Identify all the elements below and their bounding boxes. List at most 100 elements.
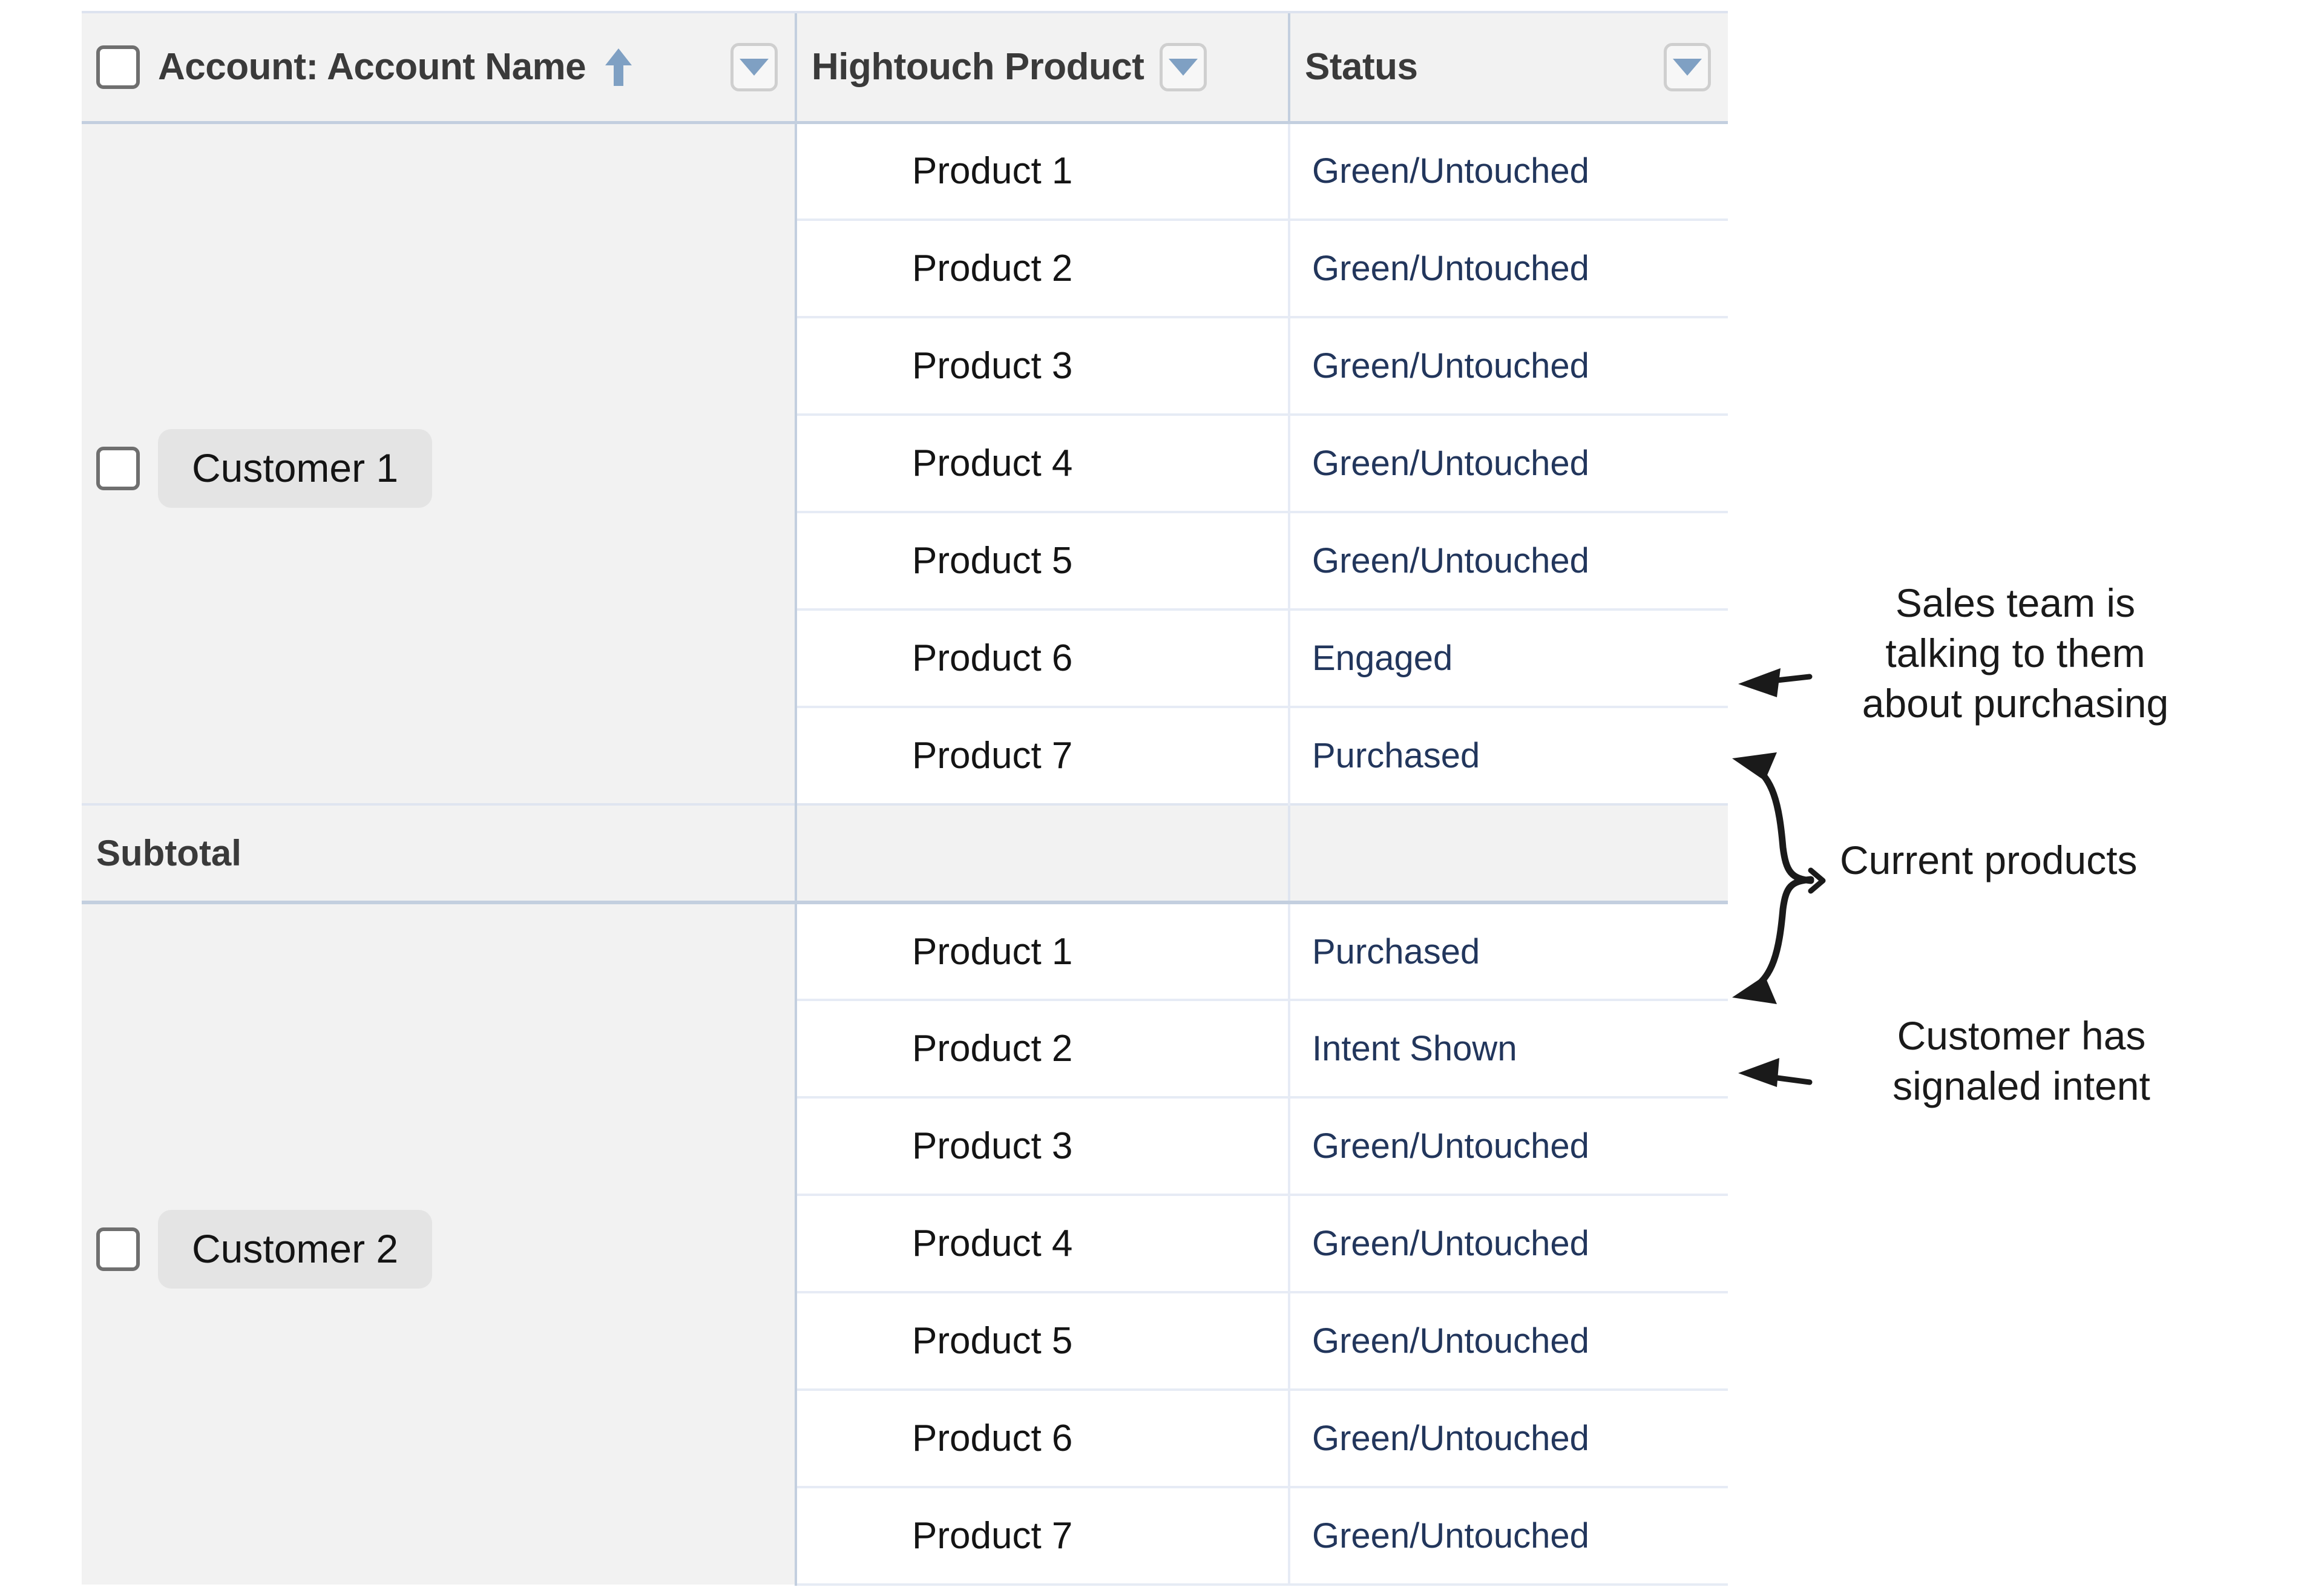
status-label: Engaged — [1312, 639, 1453, 678]
status-cell: Green/Untouched — [1288, 317, 1728, 416]
table-row[interactable]: Customer 2 Product 1 Purchased — [82, 902, 1728, 1585]
status-cell: Green/Untouched — [1288, 512, 1728, 611]
annotation-sales-team: Sales team is talking to them about purc… — [1862, 580, 2169, 726]
product-label: Product 3 — [912, 345, 1073, 387]
product-cell: Product 7 — [796, 707, 1289, 804]
status-cell: Green/Untouched — [1288, 1097, 1728, 1196]
subtotal-label-cell: Subtotal — [82, 803, 797, 904]
status-label: Green/Untouched — [1312, 1419, 1589, 1458]
product-cell: Product 1 — [796, 902, 1289, 1001]
account-name-pill[interactable]: Customer 2 — [158, 1210, 433, 1289]
table-row[interactable]: Product 5 Green/Untouched — [82, 512, 1728, 611]
column-header-product[interactable]: Hightouch Product — [795, 13, 1289, 124]
status-label: Green/Untouched — [1312, 1126, 1589, 1166]
status-label: Green/Untouched — [1312, 346, 1589, 386]
product-cell: Product 4 — [796, 415, 1289, 513]
account-name-pill[interactable]: Customer 1 — [158, 429, 433, 508]
table-header: Account: Account Name — [82, 13, 1728, 124]
arrow-up-icon[interactable] — [602, 45, 635, 89]
product-label: Product 7 — [912, 735, 1073, 777]
column-header-product-label: Hightouch Product — [812, 46, 1144, 88]
account-group-cell[interactable]: Customer 1 — [82, 122, 797, 804]
subtotal-product-cell — [796, 803, 1289, 904]
annotation-signaled-intent: Customer has signaled intent — [1892, 1013, 2150, 1109]
table-row[interactable]: Product 2 Intent Shown — [82, 1000, 1728, 1099]
chevron-down-icon — [740, 58, 769, 76]
status-label: Green/Untouched — [1312, 444, 1589, 483]
status-label: Green/Untouched — [1312, 1224, 1589, 1263]
product-label: Product 2 — [912, 248, 1073, 289]
left-arrow-icon — [1738, 1058, 1813, 1087]
subtotal-label: Subtotal — [96, 833, 241, 873]
status-label: Purchased — [1312, 931, 1480, 971]
status-label: Green/Untouched — [1312, 1321, 1589, 1361]
column-header-status-label: Status — [1305, 46, 1418, 88]
product-label: Product 5 — [912, 540, 1073, 582]
status-cell: Green/Untouched — [1288, 1195, 1728, 1293]
product-label: Product 2 — [912, 1028, 1073, 1069]
status-filter-button[interactable] — [1664, 42, 1711, 91]
table-row[interactable]: Product 3 Green/Untouched — [82, 1097, 1728, 1196]
status-label: Purchased — [1312, 736, 1480, 775]
product-cell: Product 6 — [796, 1390, 1289, 1488]
product-cell: Product 7 — [796, 1487, 1289, 1586]
status-cell: Green/Untouched — [1288, 1487, 1728, 1586]
status-label: Green/Untouched — [1312, 1516, 1589, 1556]
chevron-down-icon — [1169, 58, 1198, 76]
status-cell: Green/Untouched — [1288, 122, 1728, 221]
table-row[interactable]: Product 3 Green/Untouched — [82, 317, 1728, 416]
status-cell: Purchased — [1288, 707, 1728, 804]
product-label: Product 7 — [912, 1515, 1073, 1557]
table-row[interactable]: Product 5 Green/Untouched — [82, 1292, 1728, 1391]
table-row[interactable]: Product 7 Purchased — [82, 707, 1728, 804]
table-row[interactable]: Product 7 Green/Untouched — [82, 1487, 1728, 1586]
product-cell: Product 5 — [796, 512, 1289, 611]
table-row[interactable]: Customer 1 Product 1 Green/Untouched — [82, 122, 1728, 804]
product-label: Product 1 — [912, 930, 1073, 973]
table-body: Customer 1 Product 1 Green/Untouched Pro… — [82, 122, 1728, 1586]
select-all-checkbox[interactable] — [96, 45, 140, 89]
status-cell: Purchased — [1288, 902, 1728, 1001]
status-label: Green/Untouched — [1312, 249, 1589, 288]
table-row[interactable]: Product 2 Green/Untouched — [82, 220, 1728, 318]
account-filter-button[interactable] — [730, 42, 778, 91]
row-select-checkbox[interactable] — [96, 1227, 140, 1271]
status-label: Intent Shown — [1312, 1029, 1517, 1068]
column-header-status[interactable]: Status — [1288, 13, 1728, 124]
status-label: Green/Untouched — [1312, 151, 1589, 191]
column-header-account[interactable]: Account: Account Name — [82, 13, 796, 124]
product-cell: Product 2 — [796, 1000, 1289, 1099]
table-row[interactable]: Product 4 Green/Untouched — [82, 415, 1728, 513]
product-label: Product 1 — [912, 150, 1073, 192]
column-header-account-label: Account: Account Name — [158, 46, 586, 88]
product-cell: Product 4 — [796, 1195, 1289, 1293]
status-cell: Engaged — [1288, 609, 1728, 708]
product-label: Product 6 — [912, 1418, 1073, 1459]
subtotal-status-cell — [1288, 803, 1728, 904]
annotation-current-products: Current products — [1840, 838, 2138, 882]
product-cell: Product 1 — [796, 122, 1289, 221]
account-group-cell[interactable]: Customer 2 — [82, 902, 797, 1585]
product-cell: Product 2 — [796, 220, 1289, 318]
product-cell: Product 3 — [796, 1097, 1289, 1196]
account-product-status-table: Account: Account Name — [82, 13, 1728, 1586]
status-cell: Green/Untouched — [1288, 1292, 1728, 1391]
table-row[interactable]: Product 4 Green/Untouched — [82, 1195, 1728, 1293]
status-cell: Green/Untouched — [1288, 1390, 1728, 1488]
status-label: Green/Untouched — [1312, 541, 1589, 580]
product-cell: Product 6 — [796, 609, 1289, 708]
header-row: Account: Account Name — [82, 13, 1728, 124]
chevron-down-icon — [1673, 58, 1702, 76]
table-row[interactable]: Product 6 Green/Untouched — [82, 1390, 1728, 1488]
left-arrow-icon — [1738, 668, 1813, 697]
product-filter-button[interactable] — [1160, 42, 1207, 91]
subtotal-row: Subtotal — [82, 803, 1728, 904]
product-label: Product 5 — [912, 1320, 1073, 1362]
product-label: Product 3 — [912, 1125, 1073, 1167]
row-select-checkbox[interactable] — [96, 446, 140, 490]
report-table: Account: Account Name — [82, 11, 1728, 1586]
status-cell: Intent Shown — [1288, 1000, 1728, 1099]
status-cell: Green/Untouched — [1288, 415, 1728, 513]
table-row[interactable]: Product 6 Engaged — [82, 609, 1728, 708]
curly-brace-double-arrow-icon — [1732, 752, 1826, 1004]
